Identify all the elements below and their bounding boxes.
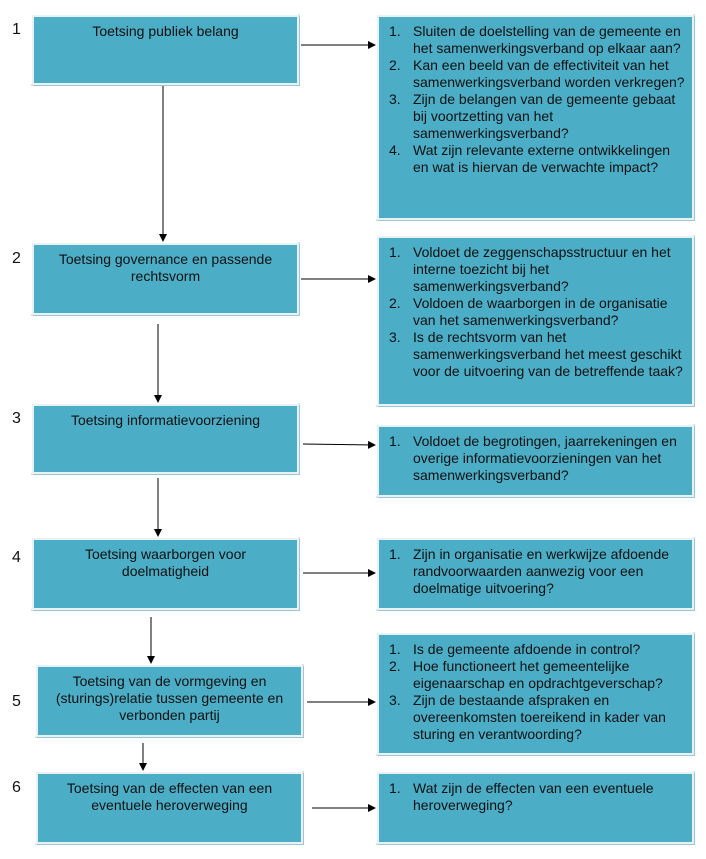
step-1-box: Toetsing publiek belang	[32, 15, 299, 85]
list-item: 3.Zijn de belangen van de gemeente gebaa…	[389, 91, 676, 141]
step-number-1: 1	[12, 21, 21, 38]
step-5-question-list: 1.Is de gemeente afdoende in control? 2.…	[389, 641, 686, 743]
list-item: 1.Voldoet de zeggenschapsstructuur en he…	[389, 244, 671, 294]
list-item: 4.Wat zijn relevante externe ontwikkelin…	[389, 142, 671, 175]
step-1-questions-box: 1.Sluiten de doelstelling van de gemeent…	[377, 15, 694, 220]
step-3-title: Toetsing informatievoorziening	[70, 412, 261, 428]
list-item: 1.Voldoet de begrotingen, jaarrekeningen…	[389, 433, 677, 483]
step-number-3: 3	[12, 410, 21, 427]
step-4-title: Toetsing waarborgen voor doelmatigheid	[84, 546, 247, 579]
step-2-title: Toetsing governance en passende rechtsvo…	[58, 251, 273, 284]
step-3-question-list: 1.Voldoet de begrotingen, jaarrekeningen…	[389, 433, 686, 484]
list-item: 1.Sluiten de doelstelling van de gemeent…	[389, 23, 681, 56]
list-item: 3.Is de rechtsvorm van het samenwerkings…	[389, 329, 683, 379]
step-2-questions-box: 1.Voldoet de zeggenschapsstructuur en he…	[377, 236, 694, 406]
arrow-3-right	[302, 440, 376, 449]
step-5-title: Toetsing van de vormgeving en (sturings)…	[55, 673, 284, 723]
step-1-title: Toetsing publiek belang	[92, 23, 239, 39]
list-item: 1.Wat zijn de effecten van een eventuele…	[389, 780, 654, 813]
step-number-2: 2	[12, 250, 21, 267]
step-4-question-list: 1.Zijn in organisatie en werkwijze afdoe…	[389, 546, 686, 597]
step-3-questions-box: 1.Voldoet de begrotingen, jaarrekeningen…	[377, 425, 694, 497]
step-4-box: Toetsing waarborgen voor doelmatigheid	[32, 538, 299, 610]
step-4-questions-box: 1.Zijn in organisatie en werkwijze afdoe…	[377, 538, 694, 610]
list-item: 1.Zijn in organisatie en werkwijze afdoe…	[389, 546, 670, 596]
step-6-question-list: 1.Wat zijn de effecten van een eventuele…	[389, 780, 686, 814]
list-item: 1.Is de gemeente afdoende in control?	[389, 641, 641, 657]
list-item: 2.Voldoen de waarborgen in de organisati…	[389, 295, 668, 328]
step-number-4: 4	[12, 549, 21, 566]
step-5-box: Toetsing van de vormgeving en (sturings)…	[36, 665, 303, 737]
list-item: 2.Kan een beeld van de effectiviteit van…	[389, 57, 685, 90]
step-number-5: 5	[12, 693, 21, 710]
list-item: 2.Hoe functioneert het gemeentelijke eig…	[389, 658, 663, 691]
step-number-6: 6	[12, 779, 21, 796]
step-2-question-list: 1.Voldoet de zeggenschapsstructuur en he…	[389, 244, 686, 380]
step-6-title: Toetsing van de effecten van een eventue…	[66, 780, 273, 813]
step-6-questions-box: 1.Wat zijn de effecten van een eventuele…	[377, 772, 694, 844]
step-6-box: Toetsing van de effecten van een eventue…	[36, 772, 303, 844]
step-2-box: Toetsing governance en passende rechtsvo…	[32, 243, 299, 315]
list-item: 3.Zijn de bestaande afspraken en overeen…	[389, 692, 666, 742]
step-1-question-list: 1.Sluiten de doelstelling van de gemeent…	[389, 23, 686, 176]
step-3-box: Toetsing informatievoorziening	[32, 404, 299, 474]
step-5-questions-box: 1.Is de gemeente afdoende in control? 2.…	[377, 633, 694, 755]
